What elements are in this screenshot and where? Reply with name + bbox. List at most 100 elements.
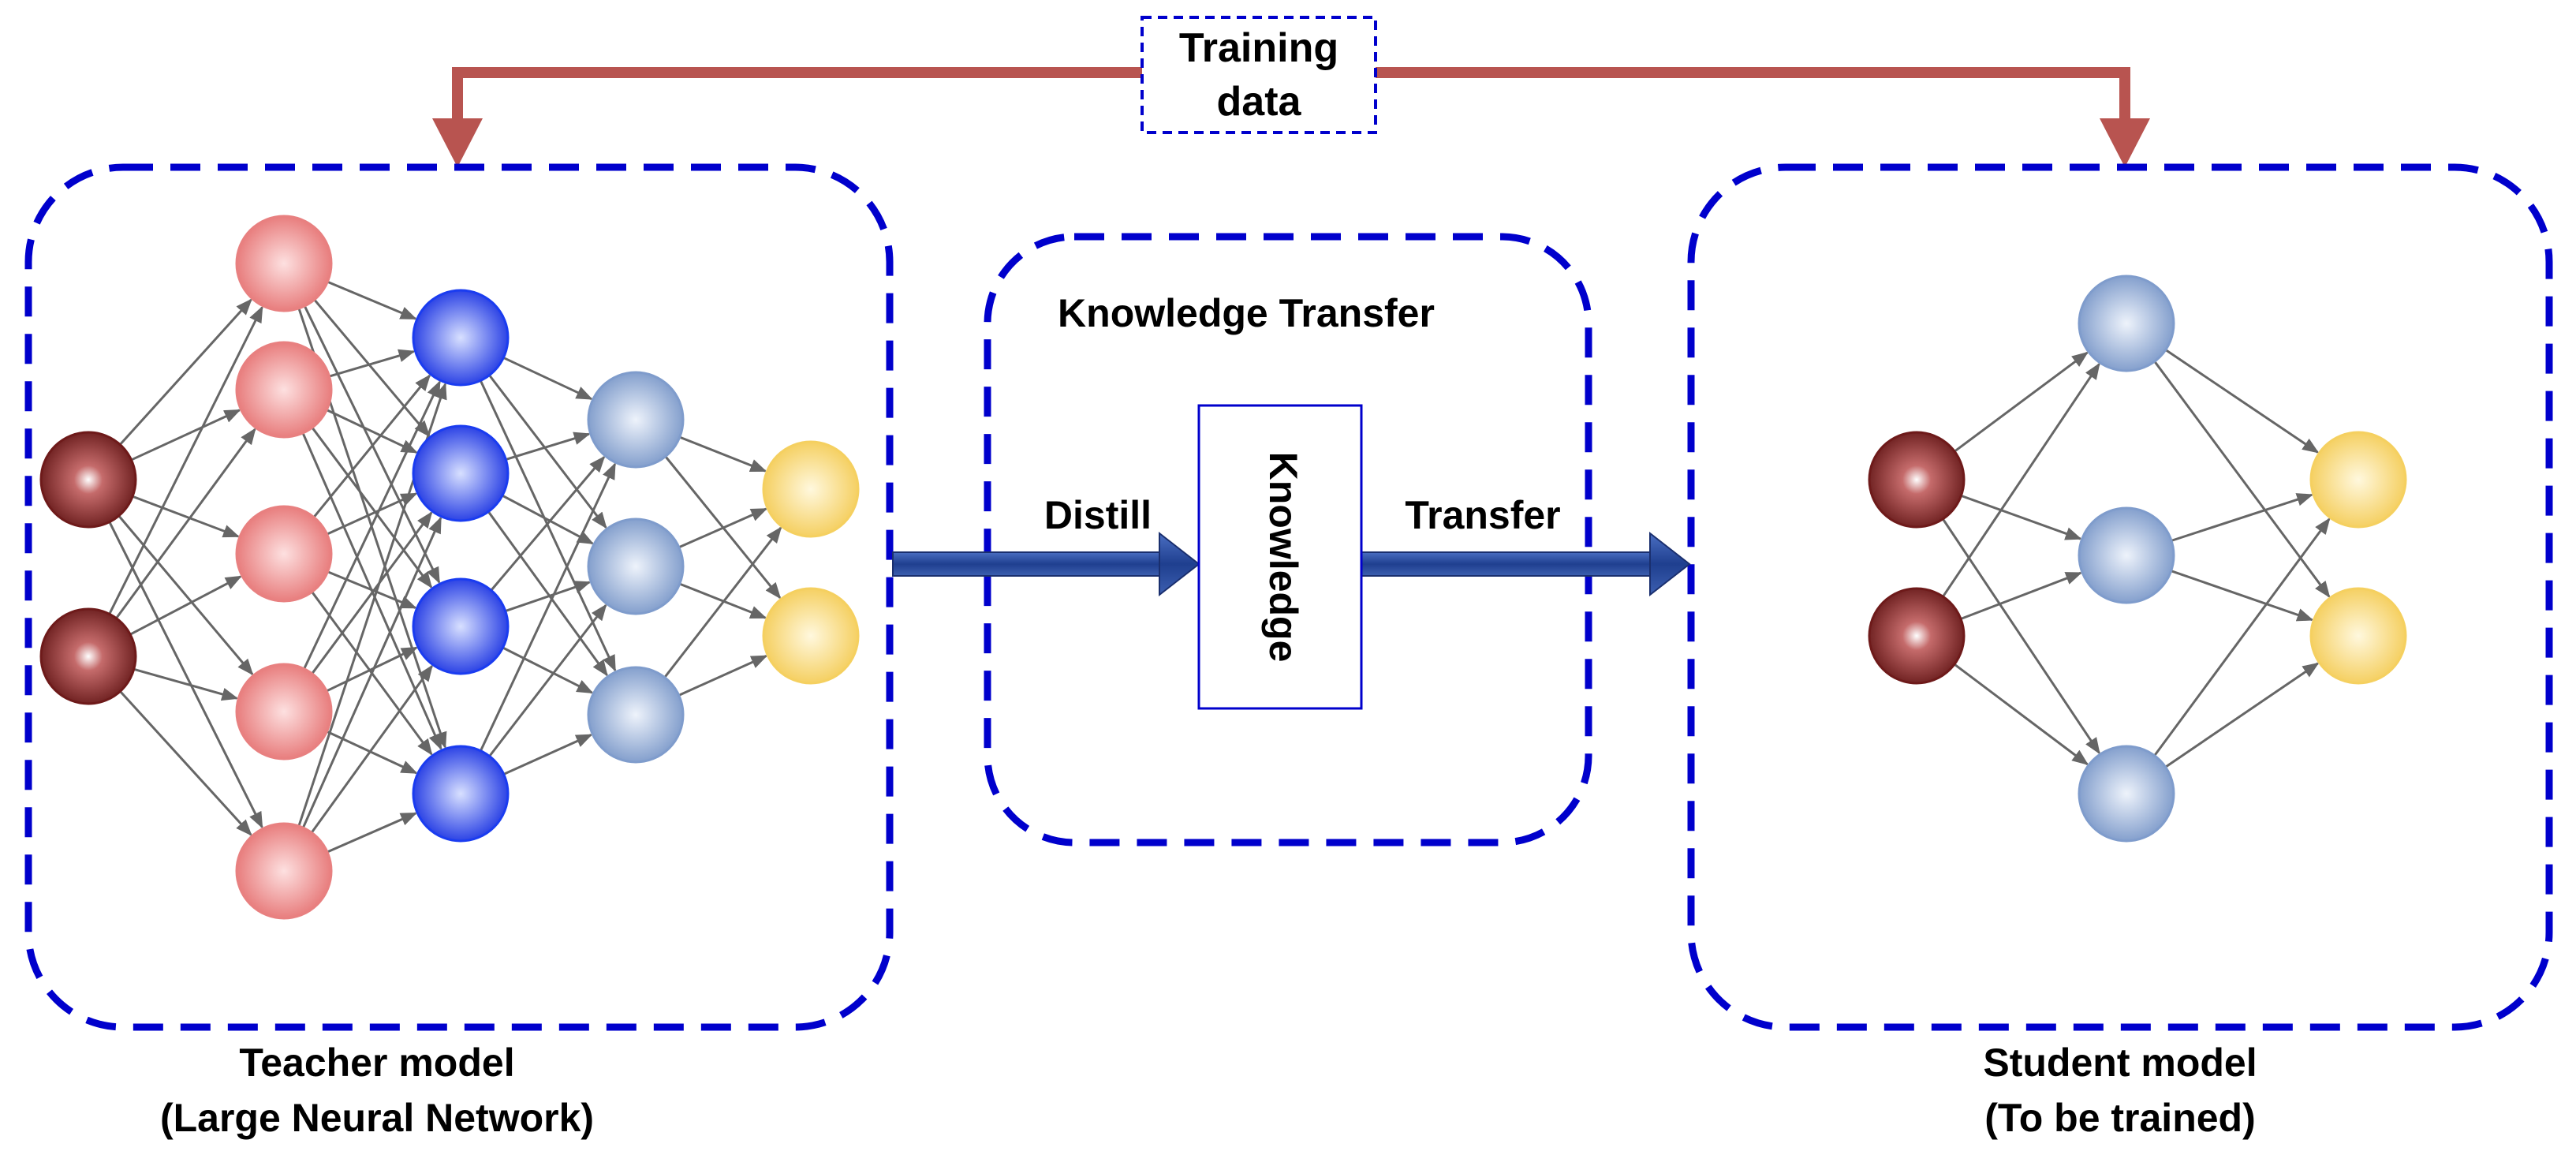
teacher-edge: [326, 409, 418, 454]
teacher-output-node-1: [762, 440, 860, 538]
teacher-hidden-2-node-2: [412, 424, 510, 522]
teacher-edge: [505, 581, 592, 612]
distill-arrow: [892, 531, 1200, 597]
student-edge: [2153, 518, 2331, 757]
teacher-model-box: [24, 163, 894, 1031]
student-hidden-node-3: [2078, 745, 2175, 843]
knowledge-transfer-box: [984, 233, 1592, 846]
student-edge: [1942, 362, 2100, 598]
student-network-nodes: [1868, 275, 2407, 843]
student-edge: [1954, 351, 2089, 453]
student-hidden-node-2: [2078, 506, 2175, 604]
teacher-model-subtitle: (Large Neural Network): [160, 1096, 594, 1140]
training-data-arrows: [432, 67, 2150, 167]
teacher-edge: [129, 575, 242, 636]
teacher-edge: [663, 526, 782, 678]
training-arrow-head-student: [2100, 118, 2150, 167]
teacher-network-nodes: [39, 215, 860, 920]
student-edge: [1960, 571, 2083, 620]
teacher-hidden-2-node-4: [412, 745, 510, 843]
teacher-hidden-3-node-1: [587, 371, 685, 469]
teacher-hidden-1-node-2: [235, 341, 333, 439]
teacher-edge: [108, 521, 263, 829]
teacher-edge: [313, 298, 431, 438]
teacher-edge: [326, 646, 419, 693]
teacher-output-node-2: [762, 587, 860, 685]
teacher-edge: [327, 812, 418, 854]
teacher-edge: [303, 305, 441, 585]
teacher-edge: [502, 357, 593, 401]
teacher-hidden-2-node-3: [412, 577, 510, 675]
student-model-subtitle: (To be trained): [1984, 1096, 2256, 1140]
teacher-edge: [678, 655, 768, 697]
training-arrow-head-teacher: [432, 118, 483, 167]
student-network-edges: [1942, 349, 2331, 768]
student-edge: [2171, 570, 2314, 622]
student-model-title: Student model: [1983, 1041, 2257, 1085]
teacher-edge: [502, 494, 595, 545]
student-edge: [2164, 349, 2320, 454]
student-input-node-2: [1868, 587, 1966, 685]
student-model-box: [1687, 163, 2553, 1031]
student-edge: [2171, 493, 2314, 542]
teacher-hidden-3-node-2: [587, 518, 685, 615]
student-edge: [1954, 663, 2089, 766]
teacher-edge: [326, 730, 418, 775]
training-arrow-to-teacher: [452, 67, 1144, 118]
teacher-edge: [326, 492, 418, 536]
teacher-hidden-1-node-1: [235, 215, 333, 312]
training-data-label-line2: data: [1217, 79, 1302, 125]
student-edge: [2164, 662, 2320, 768]
distill-label: Distill: [1044, 493, 1152, 537]
teacher-hidden-1-node-4: [235, 663, 333, 760]
transfer-arrow: [1361, 531, 1691, 597]
teacher-edge: [301, 516, 442, 828]
teacher-edge: [118, 514, 254, 676]
knowledge-box: Knowledge: [1197, 404, 1363, 710]
teacher-edge: [132, 495, 240, 538]
teacher-edge: [311, 427, 433, 589]
transfer-label: Transfer: [1405, 493, 1560, 537]
teacher-edge: [678, 507, 768, 549]
teacher-edge: [327, 280, 417, 320]
teacher-edge: [133, 667, 239, 701]
knowledge-label: Knowledge: [1261, 452, 1305, 663]
student-edge: [1942, 518, 2100, 755]
student-hidden-node-1: [2078, 275, 2175, 372]
training-arrow-to-student: [1376, 67, 2130, 118]
teacher-edge: [329, 349, 416, 378]
teacher-edge: [327, 570, 417, 609]
teacher-edge: [488, 604, 607, 757]
teacher-edge: [310, 664, 433, 834]
teacher-input-node-2: [39, 607, 137, 705]
student-edge: [1960, 494, 2082, 540]
teacher-edge: [488, 374, 607, 529]
student-output-node-1: [2309, 431, 2407, 529]
teacher-edge: [503, 734, 593, 775]
teacher-edge: [119, 690, 252, 836]
teacher-hidden-3-node-3: [587, 666, 685, 764]
teacher-edge: [119, 298, 252, 446]
training-data-box: Training data: [1141, 16, 1377, 134]
student-input-node-1: [1868, 431, 1966, 529]
teacher-edge: [679, 582, 767, 619]
teacher-edge: [505, 432, 591, 461]
knowledge-transfer-title: Knowledge Transfer: [1058, 291, 1435, 335]
student-edge: [2153, 361, 2331, 598]
teacher-edge: [311, 511, 433, 675]
teacher-edge: [502, 646, 594, 694]
teacher-edge: [115, 428, 256, 619]
teacher-hidden-2-node-1: [412, 289, 510, 387]
teacher-hidden-1-node-5: [235, 822, 333, 920]
teacher-edge: [130, 409, 241, 462]
training-data-label-line1: Training: [1179, 25, 1338, 71]
student-output-node-2: [2309, 587, 2407, 685]
teacher-edge: [312, 374, 431, 518]
teacher-edge: [303, 380, 441, 670]
teacher-edge: [490, 455, 606, 592]
teacher-edge: [480, 462, 617, 752]
teacher-edge: [679, 435, 767, 473]
teacher-input-node-1: [39, 431, 137, 529]
teacher-hidden-1-node-3: [235, 505, 333, 603]
